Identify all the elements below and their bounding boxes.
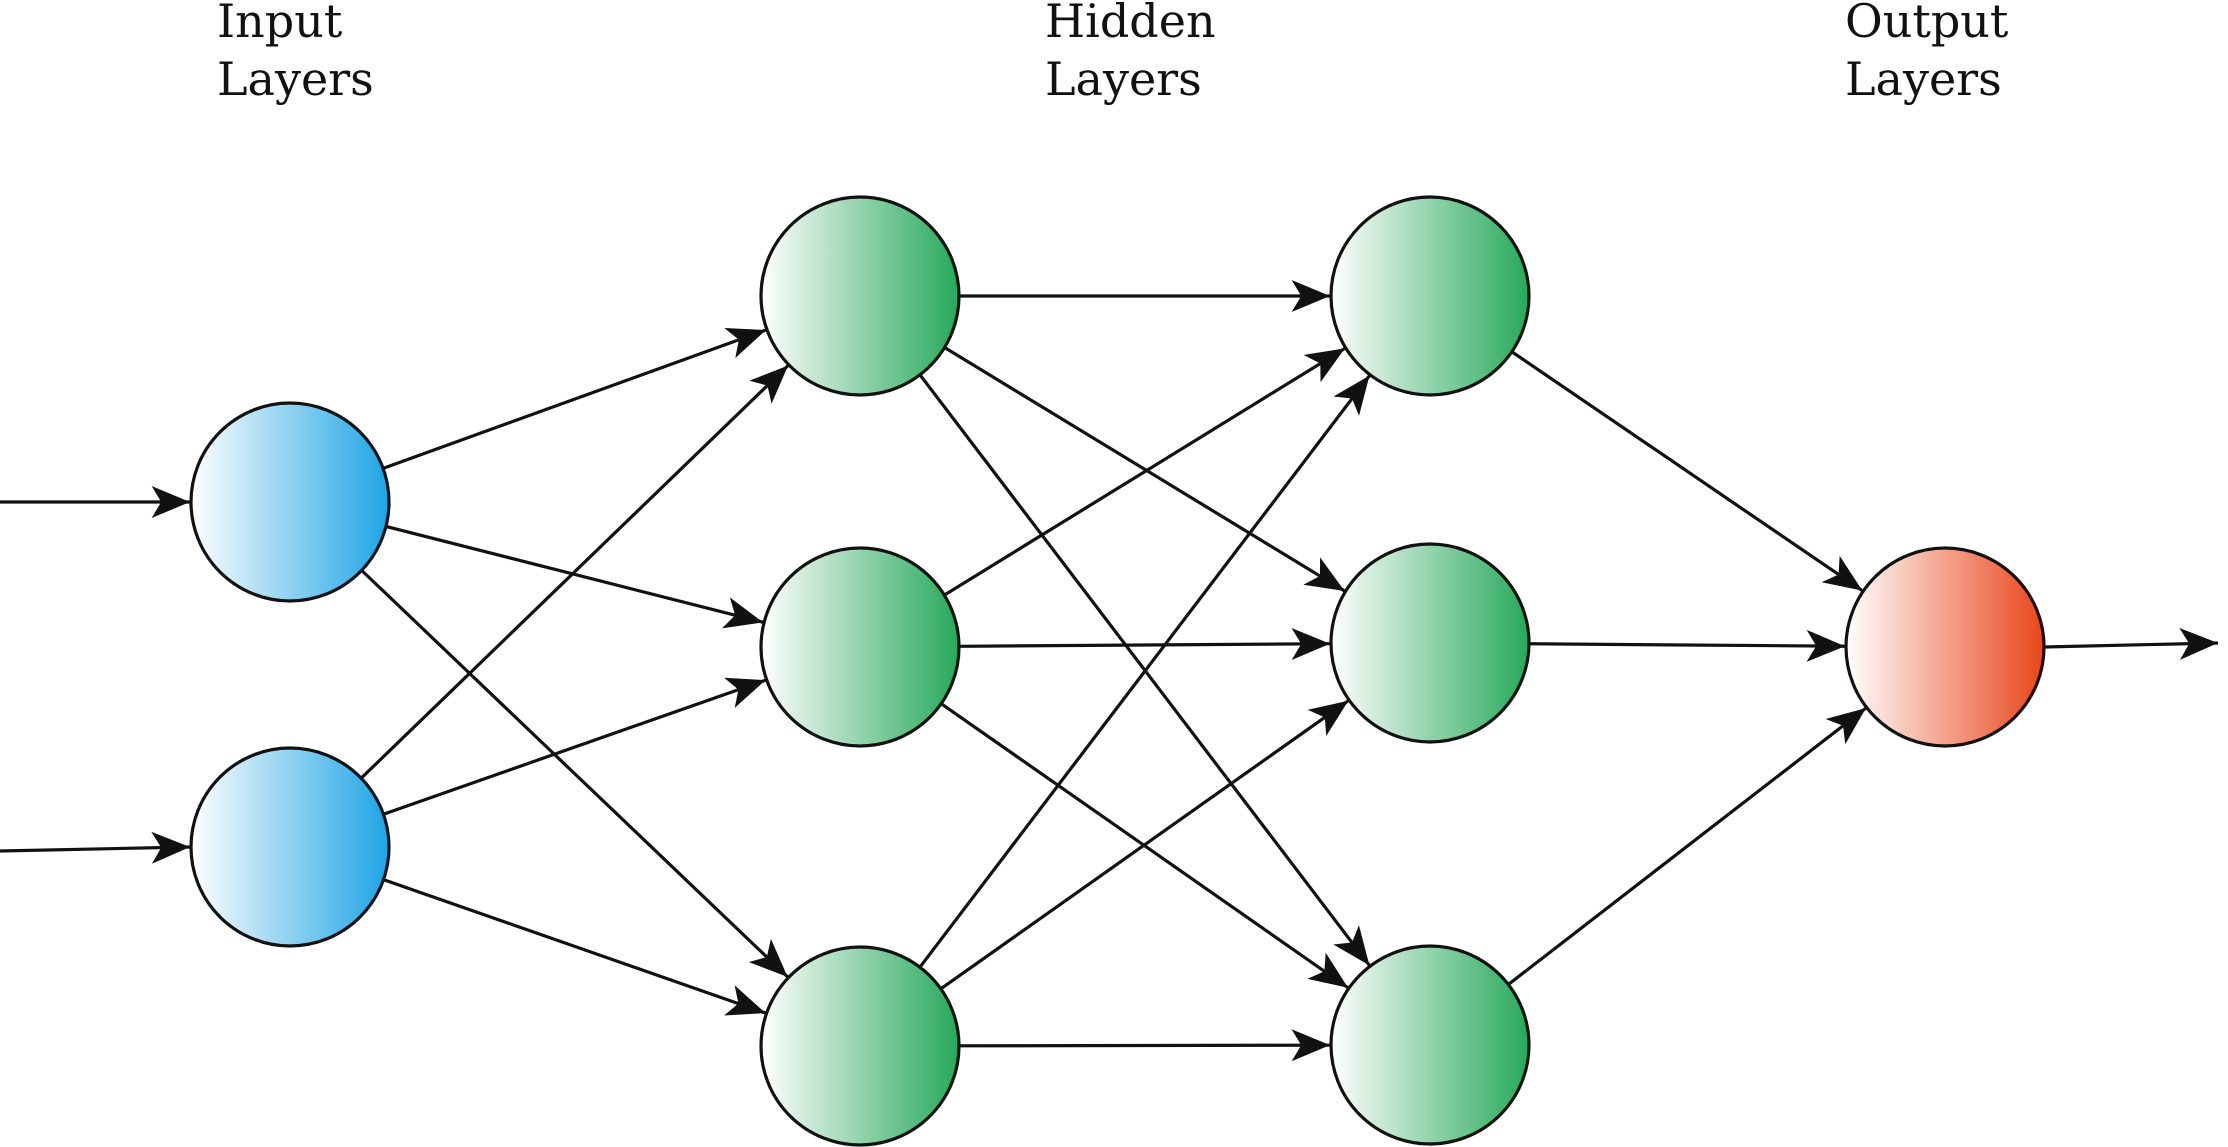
edge-input-1-to-hidden-1-3 bbox=[360, 569, 789, 979]
input-layer-label-line2: Layers bbox=[217, 52, 374, 106]
output-layer-label: Output Layers bbox=[1845, 0, 2008, 108]
edge-hidden-1-3-to-hidden-2-2 bbox=[939, 699, 1350, 991]
edge-hidden-2-2-to-output-1 bbox=[1528, 629, 1846, 662]
edge-hidden-1-2-to-hidden-2-1 bbox=[943, 347, 1346, 597]
hidden-1-node-1 bbox=[759, 195, 961, 397]
edge-input-1-to-hidden-1-1 bbox=[382, 327, 767, 470]
hidden-1-node-2 bbox=[759, 546, 961, 748]
output-node-1 bbox=[1844, 546, 2046, 748]
edge-input-1-to-hidden-1-2 bbox=[385, 524, 764, 629]
edge-hidden-2-1-to-output-1 bbox=[1510, 350, 1864, 593]
hidden-layer-label-line1: Hidden bbox=[1045, 0, 1216, 48]
output-arrow bbox=[2043, 627, 2219, 660]
hidden-2-node-1 bbox=[1329, 195, 1531, 397]
output-layer-label-line1: Output bbox=[1845, 0, 2009, 48]
edge-input-2-to-hidden-1-1 bbox=[360, 364, 790, 780]
edge-hidden-1-2-to-hidden-2-2 bbox=[958, 627, 1331, 660]
input-layer-label: Input Layers bbox=[217, 0, 374, 108]
connections bbox=[0, 280, 2219, 1062]
edge-hidden-1-1-to-hidden-2-2 bbox=[943, 346, 1346, 593]
input-layer-label-line1: Input bbox=[217, 0, 343, 48]
edge-input-2-to-hidden-1-3 bbox=[382, 878, 767, 1016]
input-node-2 bbox=[189, 746, 391, 948]
neurons bbox=[189, 195, 2046, 1147]
hidden-2-node-2 bbox=[1329, 542, 1531, 744]
output-layer-label-line2: Layers bbox=[1845, 52, 2002, 106]
input-node-1 bbox=[189, 401, 391, 603]
edge-hidden-1-3-to-hidden-2-1 bbox=[918, 374, 1371, 969]
edge-input-2-to-hidden-1-2 bbox=[382, 677, 767, 816]
edge-hidden-1-3-to-hidden-2-3 bbox=[958, 1029, 1331, 1062]
hidden-layer-label: Hidden Layers bbox=[1045, 0, 1216, 108]
input-arrow-2 bbox=[0, 831, 191, 864]
edge-hidden-2-3-to-output-1 bbox=[1507, 706, 1867, 986]
hidden-1-node-3 bbox=[759, 945, 961, 1147]
hidden-layer-label-line2: Layers bbox=[1045, 52, 1202, 106]
hidden-2-node-3 bbox=[1329, 944, 1531, 1146]
